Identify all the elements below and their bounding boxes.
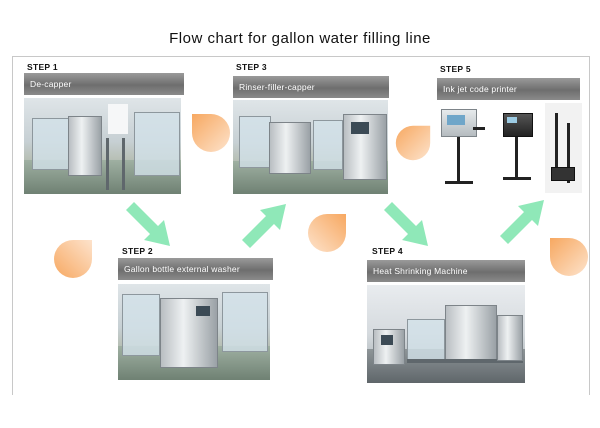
page-title: Flow chart for gallon water filling line	[0, 30, 600, 47]
step-5-photo-c	[545, 103, 582, 193]
step-1-title: De-capper	[24, 73, 184, 95]
step-5-photo-b	[491, 103, 542, 193]
step-5-title: Ink jet code printer	[437, 78, 580, 100]
arrow-step4-to-step5	[498, 198, 548, 246]
step-2-photo	[118, 284, 270, 380]
step-2-title: Gallon bottle external washer	[118, 258, 273, 280]
step-3-title: Rinser-filler-capper	[233, 76, 389, 98]
step-1-number: STEP 1	[27, 62, 58, 72]
step-5-photo-a	[437, 103, 488, 193]
arrow-step2-to-step3	[240, 202, 290, 250]
droplet-icon	[306, 212, 348, 254]
droplet-icon	[190, 112, 232, 154]
arrow-step1-to-step2	[124, 200, 176, 250]
step-5-number: STEP 5	[440, 64, 471, 74]
arrow-step3-to-step4	[382, 200, 434, 250]
droplet-icon	[52, 238, 94, 280]
step-1-photo	[24, 98, 181, 194]
step-4-title: Heat Shrinking Machine	[367, 260, 525, 282]
step-4-photo	[367, 285, 525, 383]
step-3-number: STEP 3	[236, 62, 267, 72]
droplet-icon	[394, 124, 432, 162]
step-3-photo	[233, 100, 388, 194]
droplet-icon	[548, 236, 590, 278]
